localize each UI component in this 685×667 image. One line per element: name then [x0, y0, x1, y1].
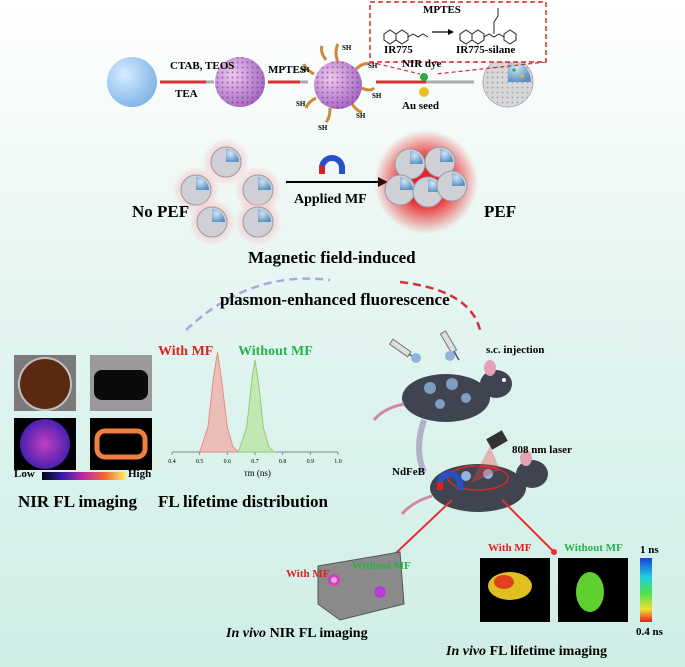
- magnet-icon: [319, 155, 345, 174]
- pef-cluster: [374, 130, 478, 234]
- invivo-nir-without: Without MF: [352, 560, 411, 572]
- x-tick-label: 0.6: [224, 459, 232, 465]
- inset-to: IR775-silane: [456, 44, 516, 56]
- x-tick-label: 0.9: [307, 459, 315, 465]
- series-without-mf: [237, 359, 276, 453]
- ir775-structure: [383, 29, 429, 45]
- scale-high: High: [128, 468, 152, 480]
- chart-title: FL lifetime distribution: [158, 492, 328, 511]
- x-tick-label: 0.7: [251, 459, 259, 465]
- invivo-nir-with: With MF: [286, 568, 330, 580]
- step1-bottom-label: TEA: [175, 88, 198, 100]
- syringes: [388, 330, 460, 363]
- final-nanoparticle: [482, 56, 534, 108]
- ndfeb-label: NdFeB: [392, 466, 425, 478]
- lifetime-chart: 0.4 0.5 0.6 0.7 0.8 0.9 1.0: [168, 351, 342, 465]
- inset-reagent: MPTES: [423, 4, 461, 16]
- pef-label: PEF: [484, 202, 517, 221]
- ndfeb-magnet-icon: [437, 471, 463, 490]
- thiol-label-4: SH: [356, 112, 366, 120]
- step1-top-label: CTAB, TEOS: [170, 60, 235, 72]
- lt-scale-top: 1 ns: [640, 544, 659, 556]
- thiol-sphere: [302, 43, 376, 124]
- x-tick-label: 0.8: [279, 459, 287, 465]
- x-axis-label: τm (ns): [244, 468, 271, 478]
- nir-caption: NIR FL imaging: [18, 492, 138, 511]
- connector-arc: [185, 277, 331, 331]
- caption-line1: Magnetic field-induced: [248, 248, 416, 267]
- thiol-label-2: SH: [368, 62, 378, 70]
- x-tick-label: 0.5: [196, 459, 204, 465]
- x-tick-label: 1.0: [334, 459, 342, 465]
- ir775-silane-structure: [459, 8, 517, 45]
- no-pef-cluster: [172, 138, 282, 246]
- legend-without-mf: Without MF: [238, 344, 313, 359]
- mouse-upper: [372, 360, 512, 422]
- lt-scale-bottom: 0.4 ns: [636, 626, 663, 638]
- invivo-lt-images: [480, 558, 652, 622]
- invivo-lt-with: With MF: [488, 542, 532, 554]
- mouse-lower: [400, 430, 548, 515]
- laser-label: 808 nm laser: [512, 444, 572, 456]
- lt-colorbar: [640, 558, 652, 622]
- thiol-label-7: SH: [300, 66, 310, 74]
- nir-dye-dot: [420, 73, 428, 81]
- down-arrow: [416, 419, 427, 474]
- x-tick-label: 0.4: [168, 459, 176, 465]
- step3-top-label: NIR dye: [402, 58, 442, 70]
- au-seed-dot: [419, 87, 429, 97]
- thiol-label-5: SH: [318, 124, 328, 132]
- nir-colorbar: [42, 472, 126, 480]
- series-with-mf: [199, 351, 240, 453]
- synthesis-row: [107, 43, 547, 124]
- injection-label: s.c. injection: [486, 344, 545, 356]
- nir-photos: [14, 355, 152, 480]
- invivo-lt-caption: In vivo FL lifetime imaging: [446, 644, 607, 659]
- invivo-nir-image: [317, 551, 405, 621]
- step2-label: MPTES: [268, 64, 306, 76]
- inset-from: IR775: [384, 44, 413, 56]
- chem-inset: [369, 1, 547, 63]
- step3-bottom-label: Au seed: [402, 100, 439, 112]
- laser-icon: [470, 430, 508, 484]
- thiol-label-6: SH: [296, 100, 306, 108]
- thiol-label-3: SH: [372, 92, 382, 100]
- invivo-lt-without: Without MF: [564, 542, 623, 554]
- scale-low: Low: [14, 468, 35, 480]
- caption-line2: plasmon-enhanced fluorescence: [220, 290, 450, 309]
- silica-sphere: [107, 57, 157, 107]
- applied-mf-label: Applied MF: [294, 192, 367, 207]
- thiol-label-1: SH: [342, 44, 352, 52]
- legend-with-mf: With MF: [158, 344, 214, 359]
- no-pef-label: No PEF: [132, 202, 190, 221]
- invivo-nir-caption: In vivo NIR FL imaging: [226, 626, 368, 641]
